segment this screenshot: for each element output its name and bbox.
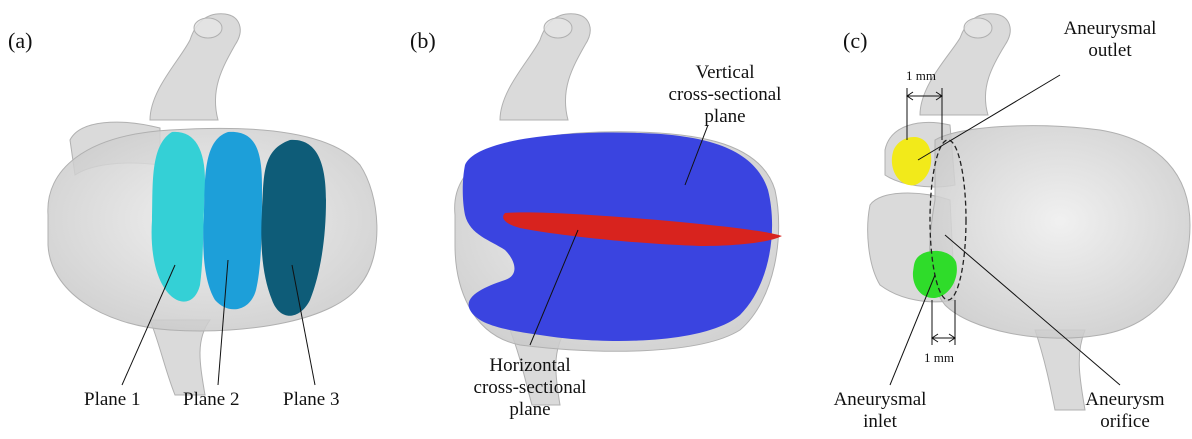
outlet-label: Aneurysmal outlet bbox=[1040, 18, 1180, 62]
panel-a-letter: (a) bbox=[8, 28, 32, 54]
horizontal-plane-label-line-1: Horizontal bbox=[445, 355, 615, 377]
outlet-label-line-1: Aneurysmal bbox=[1040, 18, 1180, 40]
plane-2-shape bbox=[203, 132, 262, 309]
orifice-label-line-2: orifice bbox=[1060, 411, 1190, 433]
panel-a-artery-end bbox=[194, 18, 222, 38]
outlet-label-line-2: outlet bbox=[1040, 40, 1180, 62]
plane-3-label: Plane 3 bbox=[283, 389, 339, 411]
plane-1-shape bbox=[152, 132, 205, 302]
horizontal-plane-label: Horizontal cross-sectional plane bbox=[445, 355, 615, 421]
plane-1-label: Plane 1 bbox=[84, 389, 140, 411]
panel-b-artery-end bbox=[544, 18, 572, 38]
panel-c-aneurysm-sac bbox=[930, 126, 1190, 338]
panel-c-artery-end bbox=[964, 18, 992, 38]
vertical-plane-label: Vertical cross-sectional plane bbox=[640, 62, 810, 128]
horizontal-plane-label-line-2: cross-sectional bbox=[445, 377, 615, 399]
orifice-label-line-1: Aneurysm bbox=[1060, 389, 1190, 411]
orifice-label: Aneurysm orifice bbox=[1060, 389, 1190, 433]
inlet-label: Aneurysmal inlet bbox=[815, 389, 945, 433]
panel-c-letter: (c) bbox=[843, 28, 867, 54]
inlet-label-line-2: inlet bbox=[815, 411, 945, 433]
inlet-label-line-1: Aneurysmal bbox=[815, 389, 945, 411]
dimension-top-label: 1 mm bbox=[906, 68, 936, 84]
panel-b-letter: (b) bbox=[410, 28, 436, 54]
dimension-bottom-label: 1 mm bbox=[924, 350, 954, 366]
plane-2-label: Plane 2 bbox=[183, 389, 239, 411]
vertical-plane-label-line-3: plane bbox=[640, 106, 810, 128]
horizontal-plane-label-line-3: plane bbox=[445, 399, 615, 421]
vertical-plane-label-line-1: Vertical bbox=[640, 62, 810, 84]
vertical-plane-label-line-2: cross-sectional bbox=[640, 84, 810, 106]
